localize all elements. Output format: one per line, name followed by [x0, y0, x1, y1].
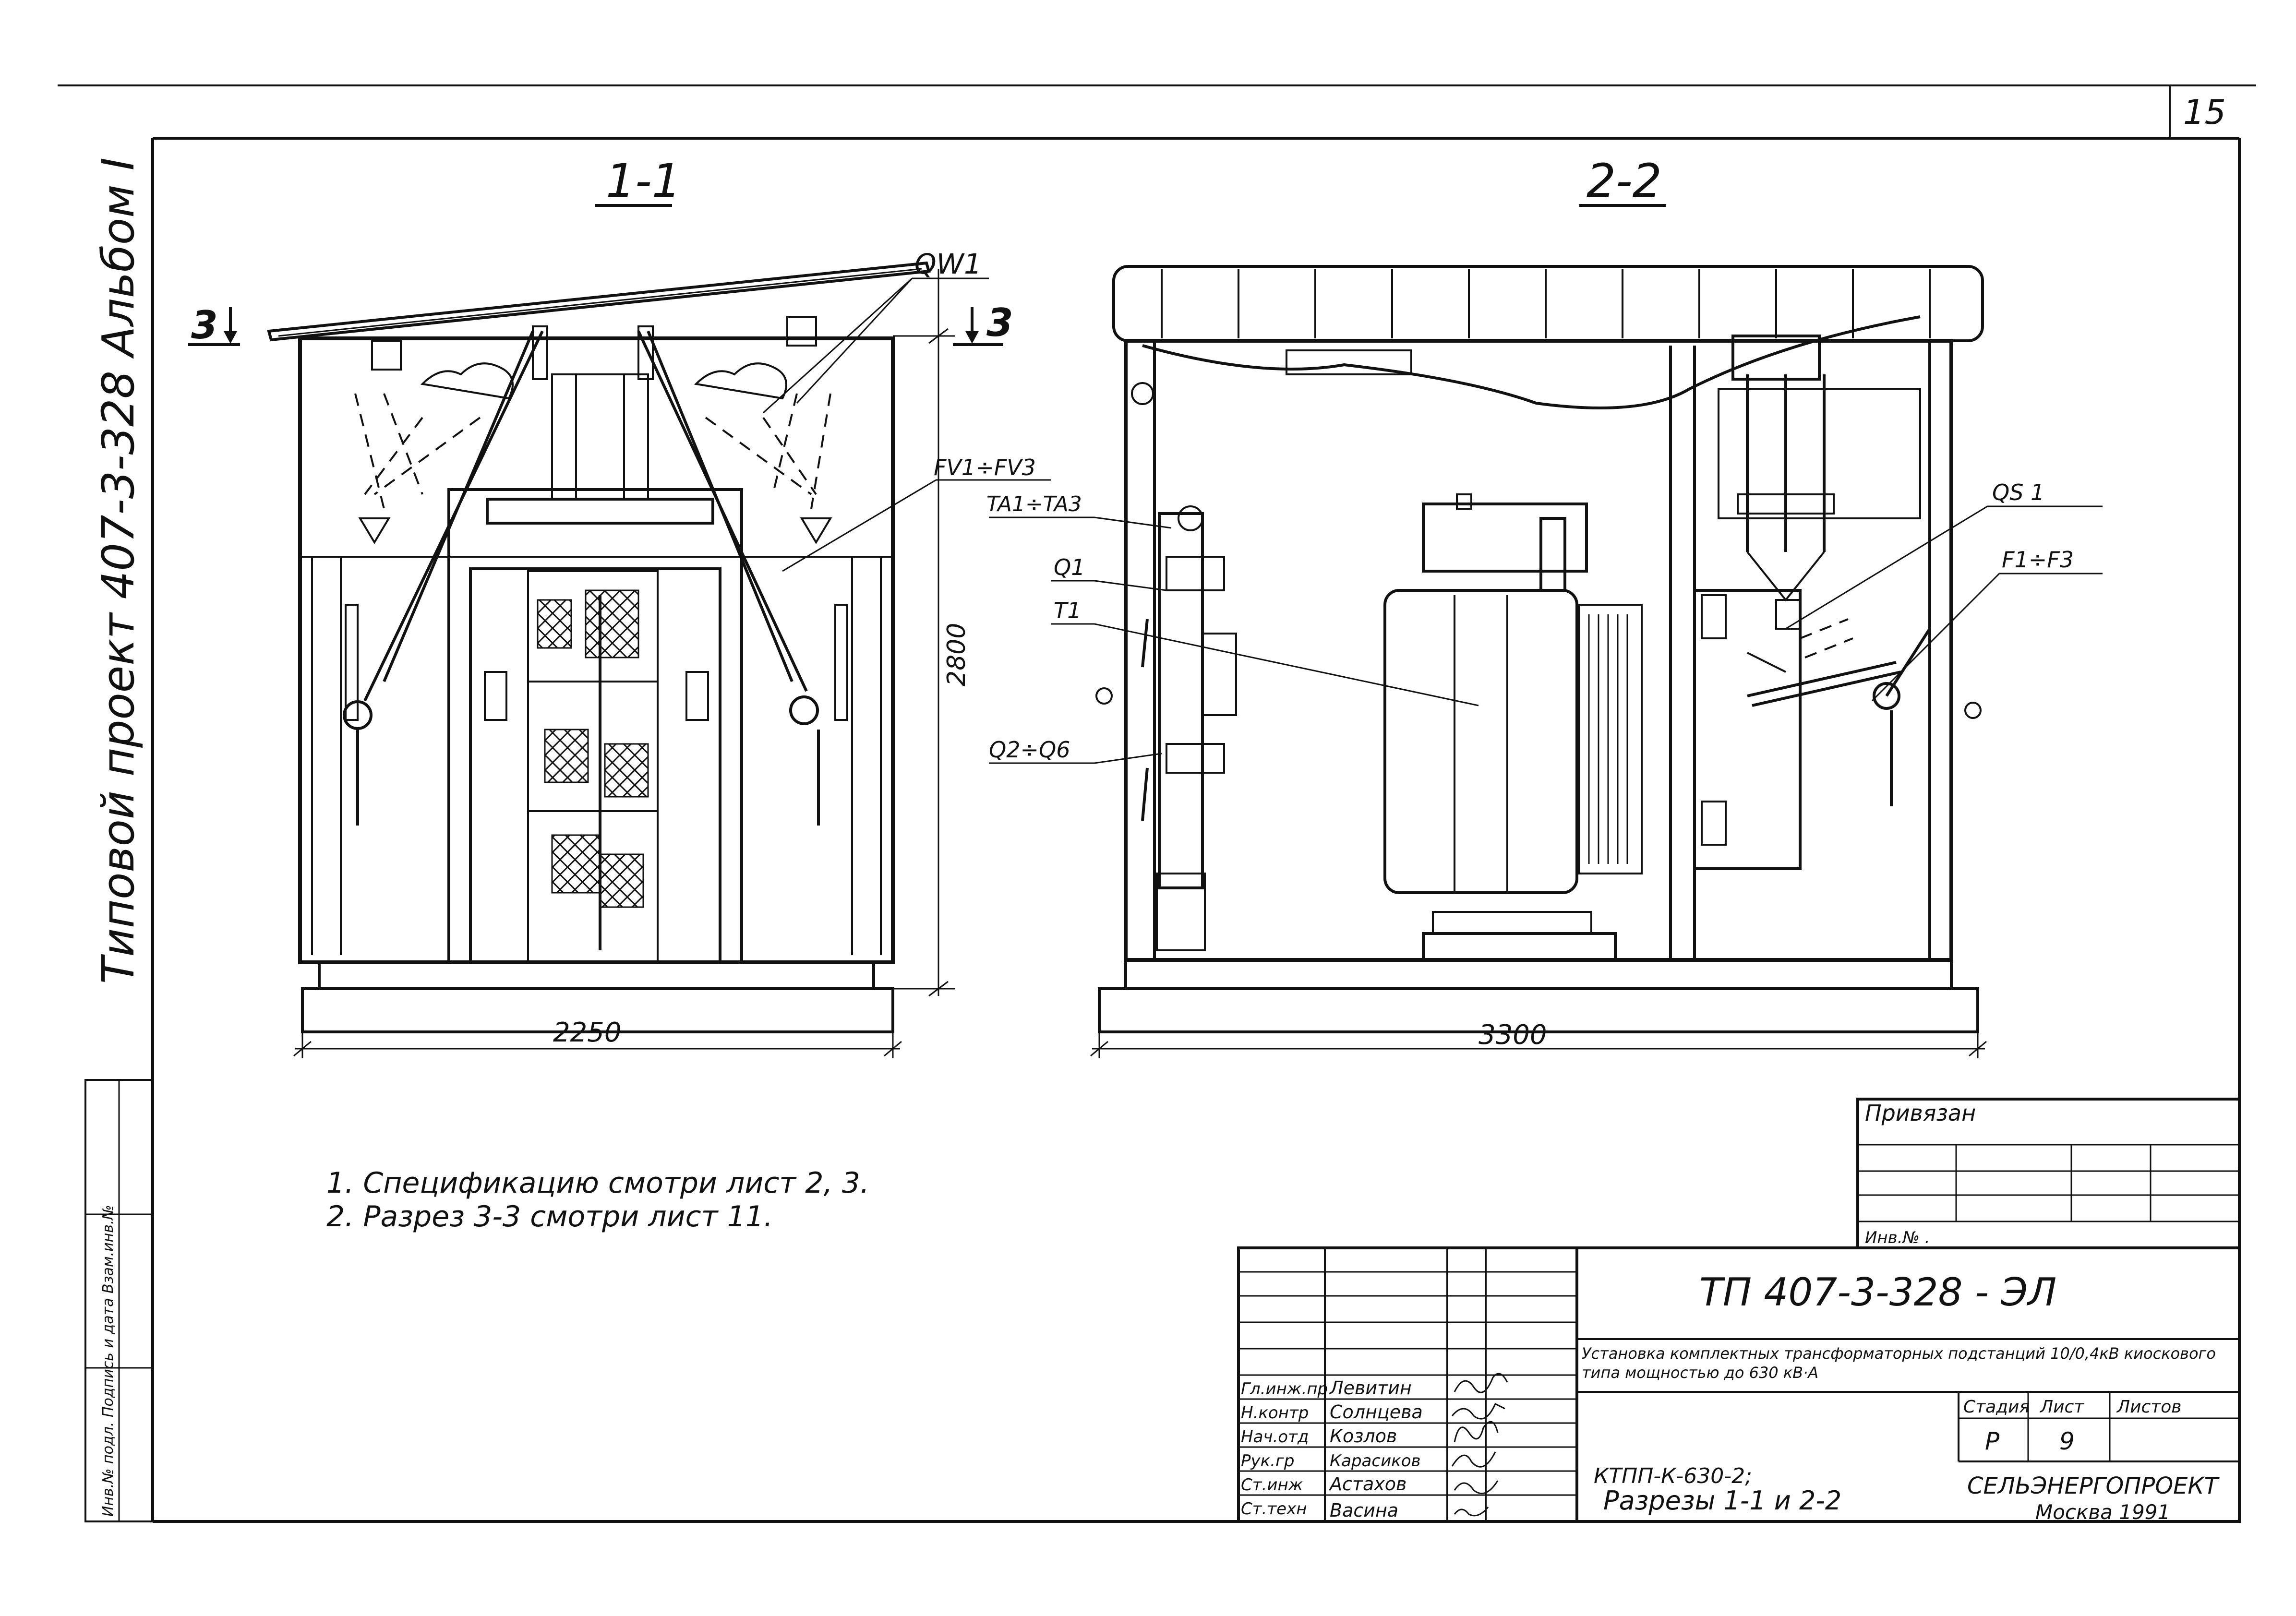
transformer	[1383, 493, 1643, 961]
doc-code: ТП 407-3-328 - ЭЛ	[1699, 1270, 2056, 1315]
cut-marker-left: 3	[191, 303, 218, 347]
organization: СЕЛЬЭНЕРГОПРОЕКТ	[1967, 1472, 2220, 1499]
section-1-1-title: 1-1	[606, 154, 681, 208]
note-1: 1. Спецификацию смотри лист 2, 3.	[326, 1166, 869, 1200]
project-title: Типовой проект 407-3-328 Альбом I	[93, 157, 144, 984]
city-year: Москва 1991	[2035, 1500, 2170, 1524]
staff-name-1: Солнцева	[1330, 1401, 1423, 1423]
staff-name-2: Козлов	[1330, 1425, 1397, 1447]
sheet-header: Лист	[2039, 1397, 2084, 1417]
section-2-2: 2-2	[986, 154, 2103, 1058]
label-qs: QS 1	[1992, 479, 2044, 505]
stamp-header: Инв.№ подл. Подпись и дата Взам.инв.№	[100, 1205, 117, 1517]
staff-role-4: Ст.инж	[1241, 1475, 1303, 1495]
staff-name-0: Левитин	[1329, 1377, 1412, 1399]
label-ta: TA1÷TA3	[986, 492, 1082, 516]
staff-name-5: Васина	[1330, 1500, 1398, 1521]
note-2: 2. Разрез 3-3 смотри лист 11.	[326, 1200, 773, 1233]
signatures	[1451, 1373, 1508, 1517]
staff-name-3: Карасиков	[1330, 1451, 1421, 1471]
binding-box: Привязан Инв.№ .	[1856, 1098, 2241, 1249]
kiosk-body-2-2	[1124, 339, 1953, 962]
cut-marker-right: 3	[986, 300, 1013, 345]
binding-inv: Инв.№ .	[1865, 1228, 1930, 1247]
page-number: 15	[2183, 93, 2226, 132]
dim-width-1-1: 2250	[553, 1017, 622, 1048]
roof-panels	[1112, 265, 1984, 409]
stage-value: Р	[1985, 1427, 2000, 1455]
description: Установка комплектных трансформаторных п…	[1582, 1344, 2216, 1382]
binding-title: Привязан	[1865, 1100, 1976, 1126]
staff-role-5: Ст.техн	[1241, 1499, 1307, 1519]
roof	[267, 261, 931, 342]
label-q1: Q1	[1054, 554, 1085, 580]
staff-role-0: Гл.инж.пр	[1241, 1379, 1328, 1399]
label-qw1: QW1	[914, 248, 982, 280]
base-2-2	[1124, 958, 1953, 990]
label-fv: FV1÷FV3	[934, 455, 1036, 480]
sheets-header: Листов	[2116, 1397, 2181, 1417]
section-2-2-title: 2-2	[1587, 154, 1662, 208]
label-f: F1÷F3	[2002, 547, 2074, 573]
staff-role-1: Н.контр	[1241, 1403, 1309, 1423]
label-t1: T1	[1054, 598, 1081, 623]
base-1-1	[301, 987, 894, 1033]
dim-height-1-1: 2800	[942, 623, 971, 686]
sheet-value: 9	[2059, 1427, 2075, 1455]
staff-name-4: Астахов	[1328, 1473, 1406, 1495]
notes: 1. Спецификацию смотри лист 2, 3. 2. Раз…	[326, 1166, 869, 1233]
staff-role-2: Нач.отд	[1241, 1427, 1309, 1447]
title-block: Гл.инж.пр Левитин Н.контр Солнцева Нач.о…	[1237, 1246, 2241, 1524]
dim-width-2-2: 3300	[1479, 1019, 1547, 1051]
drawing-name-1: КТПП-К-630-2;	[1594, 1464, 1752, 1488]
label-q2: Q2÷Q6	[989, 737, 1070, 763]
switchgear-right	[1693, 335, 1931, 870]
stage-header: Стадия	[1963, 1397, 2030, 1417]
section-1-1: 1-1 3 3	[188, 154, 1051, 1058]
drawing-name-2: Разрезы 1-1 и 2-2	[1603, 1485, 1841, 1516]
staff-role-3: Рук.гр	[1241, 1451, 1294, 1471]
left-margin: Типовой проект 407-3-328 Альбом I Инв.№ …	[84, 157, 154, 1522]
